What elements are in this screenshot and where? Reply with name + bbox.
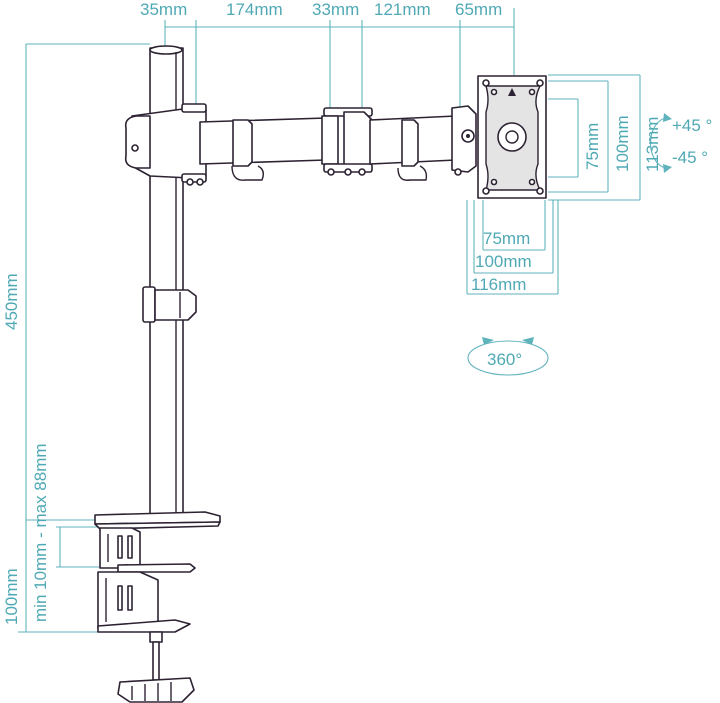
tilt-joint [451, 105, 477, 176]
dim-tilt-up: +45 ° [672, 116, 712, 135]
dim-pole-height: 450mm [2, 273, 21, 330]
dim-vesa-h113: 113mm [643, 117, 662, 172]
dim-121mm: 121mm [374, 0, 431, 19]
dim-clamp-depth: 100mm [2, 568, 21, 625]
arm-segment-2 [369, 115, 457, 181]
dim-vesa-w116: 116mm [471, 275, 526, 294]
dim-tilt-down: -45 ° [672, 148, 708, 167]
dim-35mm: 35mm [140, 0, 187, 19]
dim-65mm: 65mm [455, 0, 502, 19]
vesa-plate [477, 75, 547, 199]
arm-segment-1 [199, 117, 327, 181]
dim-vesa-w75: 75mm [483, 229, 530, 248]
dim-vesa-w100: 100mm [475, 252, 532, 271]
dim-rotation: 360° [487, 350, 522, 369]
dim-vesa-h100: 100mm [613, 115, 632, 172]
mount-illustration [94, 45, 547, 703]
desk-clamp [94, 511, 221, 703]
dimension-labels: 35mm 174mm 33mm 121mm 65mm 75mm 100mm 11… [2, 0, 712, 625]
cable-clip [142, 286, 197, 323]
dim-clamp-range: min 10mm - max 88mm [31, 443, 50, 622]
middle-joint [321, 107, 373, 176]
dim-33mm: 33mm [312, 0, 359, 19]
pole-bracket [124, 103, 207, 186]
dim-174mm: 174mm [226, 0, 283, 19]
dim-vesa-h75: 75mm [583, 123, 602, 170]
